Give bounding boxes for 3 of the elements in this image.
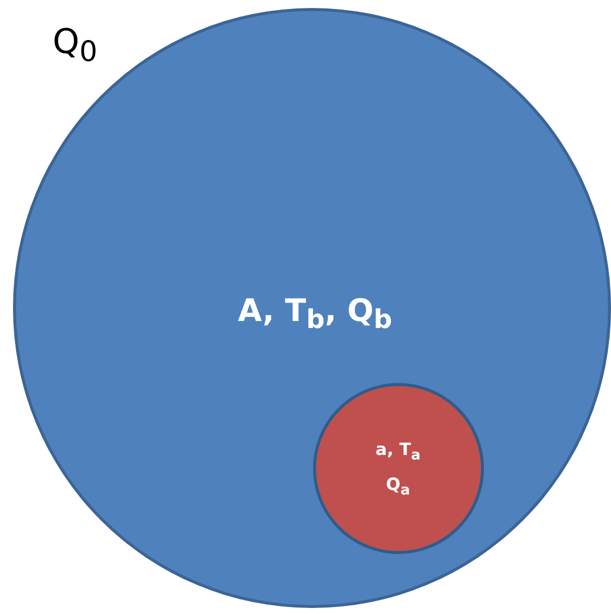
circle-label: a, T$_{a}$ Q$_{a}$ — [374, 439, 422, 501]
outer-label: Q$_{0}$ — [52, 22, 98, 68]
circle-label: A, T$_{b}$, Q$_{b}$ — [236, 293, 394, 336]
